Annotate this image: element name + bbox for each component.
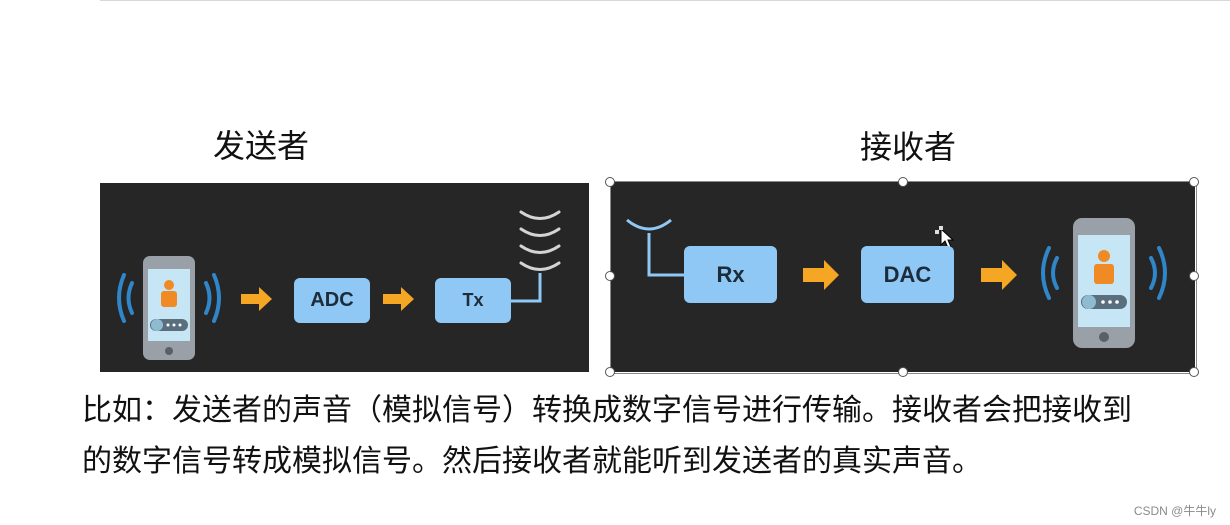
arrow-right-icon: [981, 260, 1017, 290]
image-selection-frame[interactable]: [610, 181, 1197, 374]
phone-icon: [1073, 218, 1135, 348]
antenna-line: [510, 273, 542, 303]
signal-arcs-icon: [519, 210, 561, 271]
resize-handle-left[interactable]: [605, 271, 615, 281]
sender-diagram: ADC Tx: [100, 183, 589, 372]
sound-wave-left-icon: [117, 273, 134, 323]
sound-wave-right-icon: [1149, 246, 1167, 300]
arrow-right-icon: [241, 287, 272, 311]
sender-title: 发送者: [213, 127, 310, 165]
resize-handle-top-right[interactable]: [1189, 177, 1199, 187]
arrow-right-icon: [383, 287, 414, 311]
watermark: CSDN @牛牛ly: [1133, 504, 1216, 518]
resize-handle-bottom[interactable]: [898, 367, 908, 377]
top-divider: [100, 0, 1230, 1]
sender-graphics: [117, 210, 561, 360]
receiver-title: 接收者: [860, 128, 957, 166]
tx-box: Tx: [435, 278, 511, 323]
dac-box: DAC: [861, 246, 954, 303]
adc-box: ADC: [294, 278, 370, 323]
resize-handle-bottom-right[interactable]: [1189, 367, 1199, 377]
sound-wave-left-icon: [1041, 246, 1059, 300]
arrow-right-icon: [803, 260, 839, 290]
paragraph-line-2: 的数字信号转成模拟信号。然后接收者就能听到发送者的真实声音。: [82, 444, 982, 479]
resize-handle-right[interactable]: [1189, 271, 1199, 281]
antenna-icon: [626, 218, 684, 277]
receiver-diagram: Rx DAC: [611, 182, 1195, 372]
sound-wave-right-icon: [204, 273, 221, 323]
resize-handle-top[interactable]: [898, 177, 908, 187]
resize-handle-bottom-left[interactable]: [605, 367, 615, 377]
resize-handle-top-left[interactable]: [605, 177, 615, 187]
rx-box: Rx: [684, 246, 777, 303]
receiver-graphics: [626, 218, 1167, 348]
phone-icon: [143, 256, 195, 360]
paragraph-line-1: 比如：发送者的声音（模拟信号）转换成数字信号进行传输。接收者会把接收到: [82, 393, 1132, 428]
